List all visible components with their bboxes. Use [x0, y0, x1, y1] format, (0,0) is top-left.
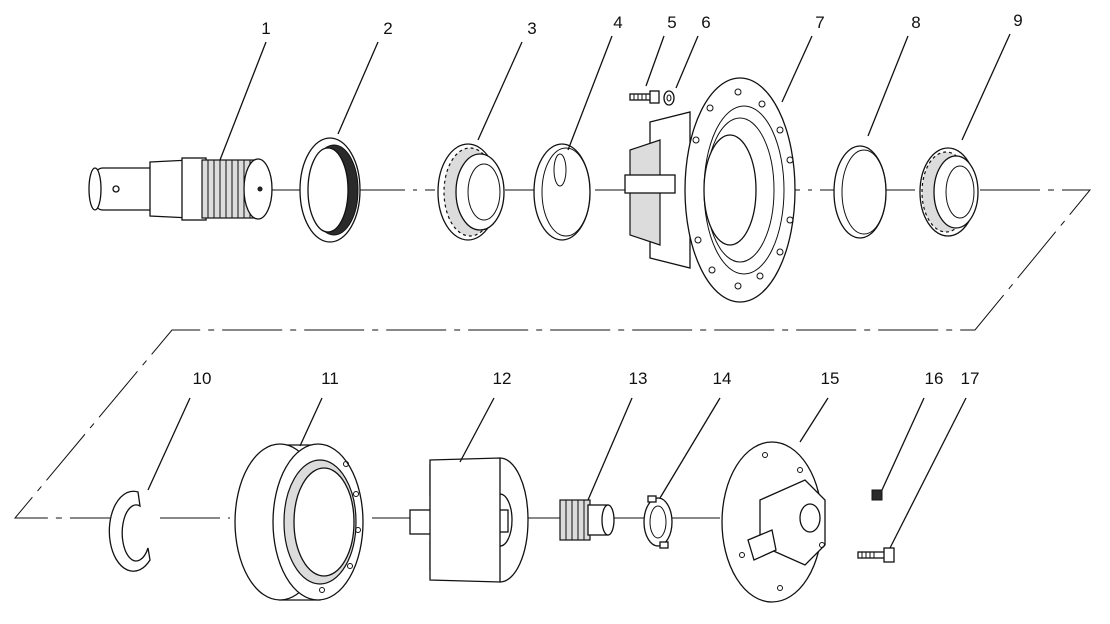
- callout-labels: 1 2 3 4 5 6 7 8 9 10 11 12 13 14 15 16 1…: [193, 11, 1023, 388]
- hub-housing-icon: [624, 77, 796, 303]
- snap-ring-icon: [108, 490, 151, 572]
- sun-gear-icon: [559, 499, 615, 541]
- callout-12: 12: [493, 369, 512, 388]
- callout-10: 10: [193, 369, 212, 388]
- assembly-centerline: [13, 189, 1092, 519]
- callout-14: 14: [713, 369, 732, 388]
- planet-carrier-icon: [409, 457, 529, 583]
- thrust-washer-icon: [643, 495, 673, 549]
- callout-15: 15: [821, 369, 840, 388]
- seal-ring-icon: [299, 137, 361, 243]
- bearing-cup-icon: [833, 145, 887, 239]
- ring-gear-icon: [234, 443, 364, 601]
- callout-3: 3: [527, 19, 536, 38]
- bearing-cup-icon: [533, 143, 591, 241]
- callout-1: 1: [261, 19, 270, 38]
- callout-2: 2: [383, 19, 392, 38]
- washer-icon: [663, 90, 675, 106]
- callout-16: 16: [925, 369, 944, 388]
- leader-lines: [147, 33, 1011, 549]
- callout-11: 11: [321, 369, 339, 388]
- bolt-icon: [629, 90, 660, 104]
- callout-4: 4: [613, 13, 622, 32]
- callout-13: 13: [629, 369, 648, 388]
- callout-9: 9: [1013, 11, 1022, 30]
- callout-5: 5: [667, 13, 676, 32]
- plug-icon: [871, 489, 883, 501]
- callout-17: 17: [961, 369, 980, 388]
- splined-shaft-icon: [88, 157, 273, 221]
- tapered-roller-bearing-icon: [919, 147, 979, 237]
- callout-6: 6: [701, 13, 710, 32]
- callout-8: 8: [911, 13, 920, 32]
- tapered-roller-bearing-icon: [437, 143, 505, 241]
- bolt-icon: [857, 547, 895, 563]
- cover-plate-icon: [721, 441, 826, 603]
- callout-7: 7: [815, 13, 824, 32]
